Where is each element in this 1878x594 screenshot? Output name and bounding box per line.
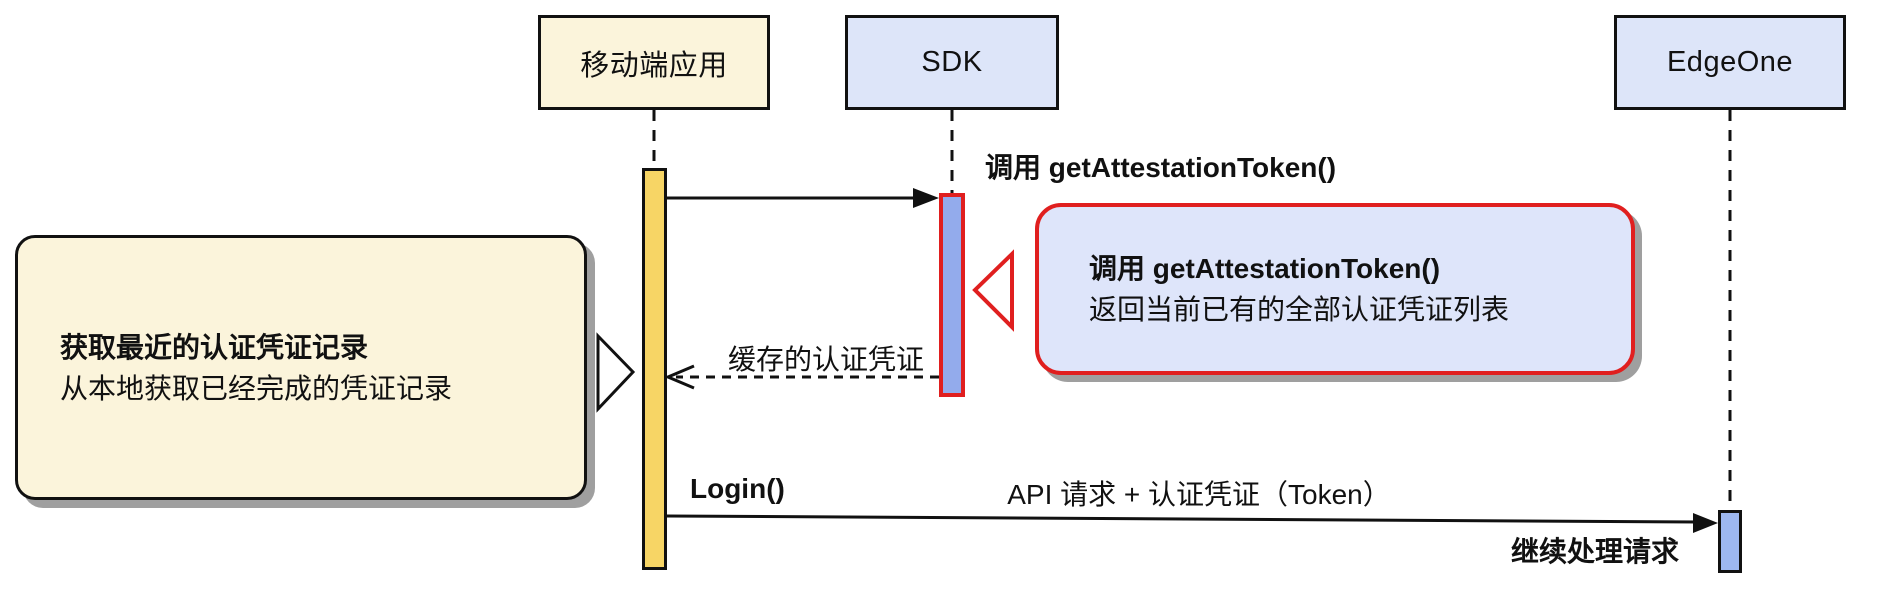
note-pointer-right-icon bbox=[596, 332, 636, 413]
actor-label-edgeone: EdgeOne bbox=[1666, 46, 1794, 78]
note-local-records-body: 从本地获取已经完成的凭证记录 bbox=[60, 372, 453, 404]
activation-bar-mobile-app bbox=[642, 168, 667, 570]
message-label-login: Login() bbox=[690, 473, 785, 504]
actor-box-edgeone: EdgeOne bbox=[1614, 15, 1846, 110]
actor-box-mobile-app: 移动端应用 bbox=[538, 15, 770, 110]
actor-label-sdk: SDK bbox=[921, 46, 983, 78]
arrow-login-request bbox=[666, 513, 1718, 533]
note-pointer-left-icon bbox=[972, 249, 1014, 332]
message-label-call-token: 调用 getAttestationToken() bbox=[985, 152, 1337, 183]
note-sdk-return-body: 返回当前已有的全部认证凭证列表 bbox=[1089, 294, 1510, 325]
note-local-records-title: 获取最近的认证凭证记录 bbox=[60, 331, 369, 363]
activation-bar-sdk bbox=[939, 193, 965, 397]
note-sdk-return: 调用 getAttestationToken() 返回当前已有的全部认证凭证列表 bbox=[1035, 203, 1635, 375]
message-label-cached-credential: 缓存的认证凭证 bbox=[727, 344, 924, 375]
actor-label-mobile-app: 移动端应用 bbox=[580, 49, 728, 82]
message-label-continue-processing: 继续处理请求 bbox=[1511, 536, 1680, 567]
arrow-call-token bbox=[667, 188, 939, 208]
actor-box-sdk: SDK bbox=[845, 15, 1059, 110]
message-label-api-request: API 请求 + 认证凭证（Token） bbox=[1007, 479, 1391, 510]
activation-bar-edgeone bbox=[1718, 510, 1742, 573]
arrow-cached-credential bbox=[664, 364, 939, 390]
note-local-records: 获取最近的认证凭证记录 从本地获取已经完成的凭证记录 bbox=[15, 235, 587, 500]
note-sdk-return-title: 调用 getAttestationToken() bbox=[1089, 253, 1441, 284]
